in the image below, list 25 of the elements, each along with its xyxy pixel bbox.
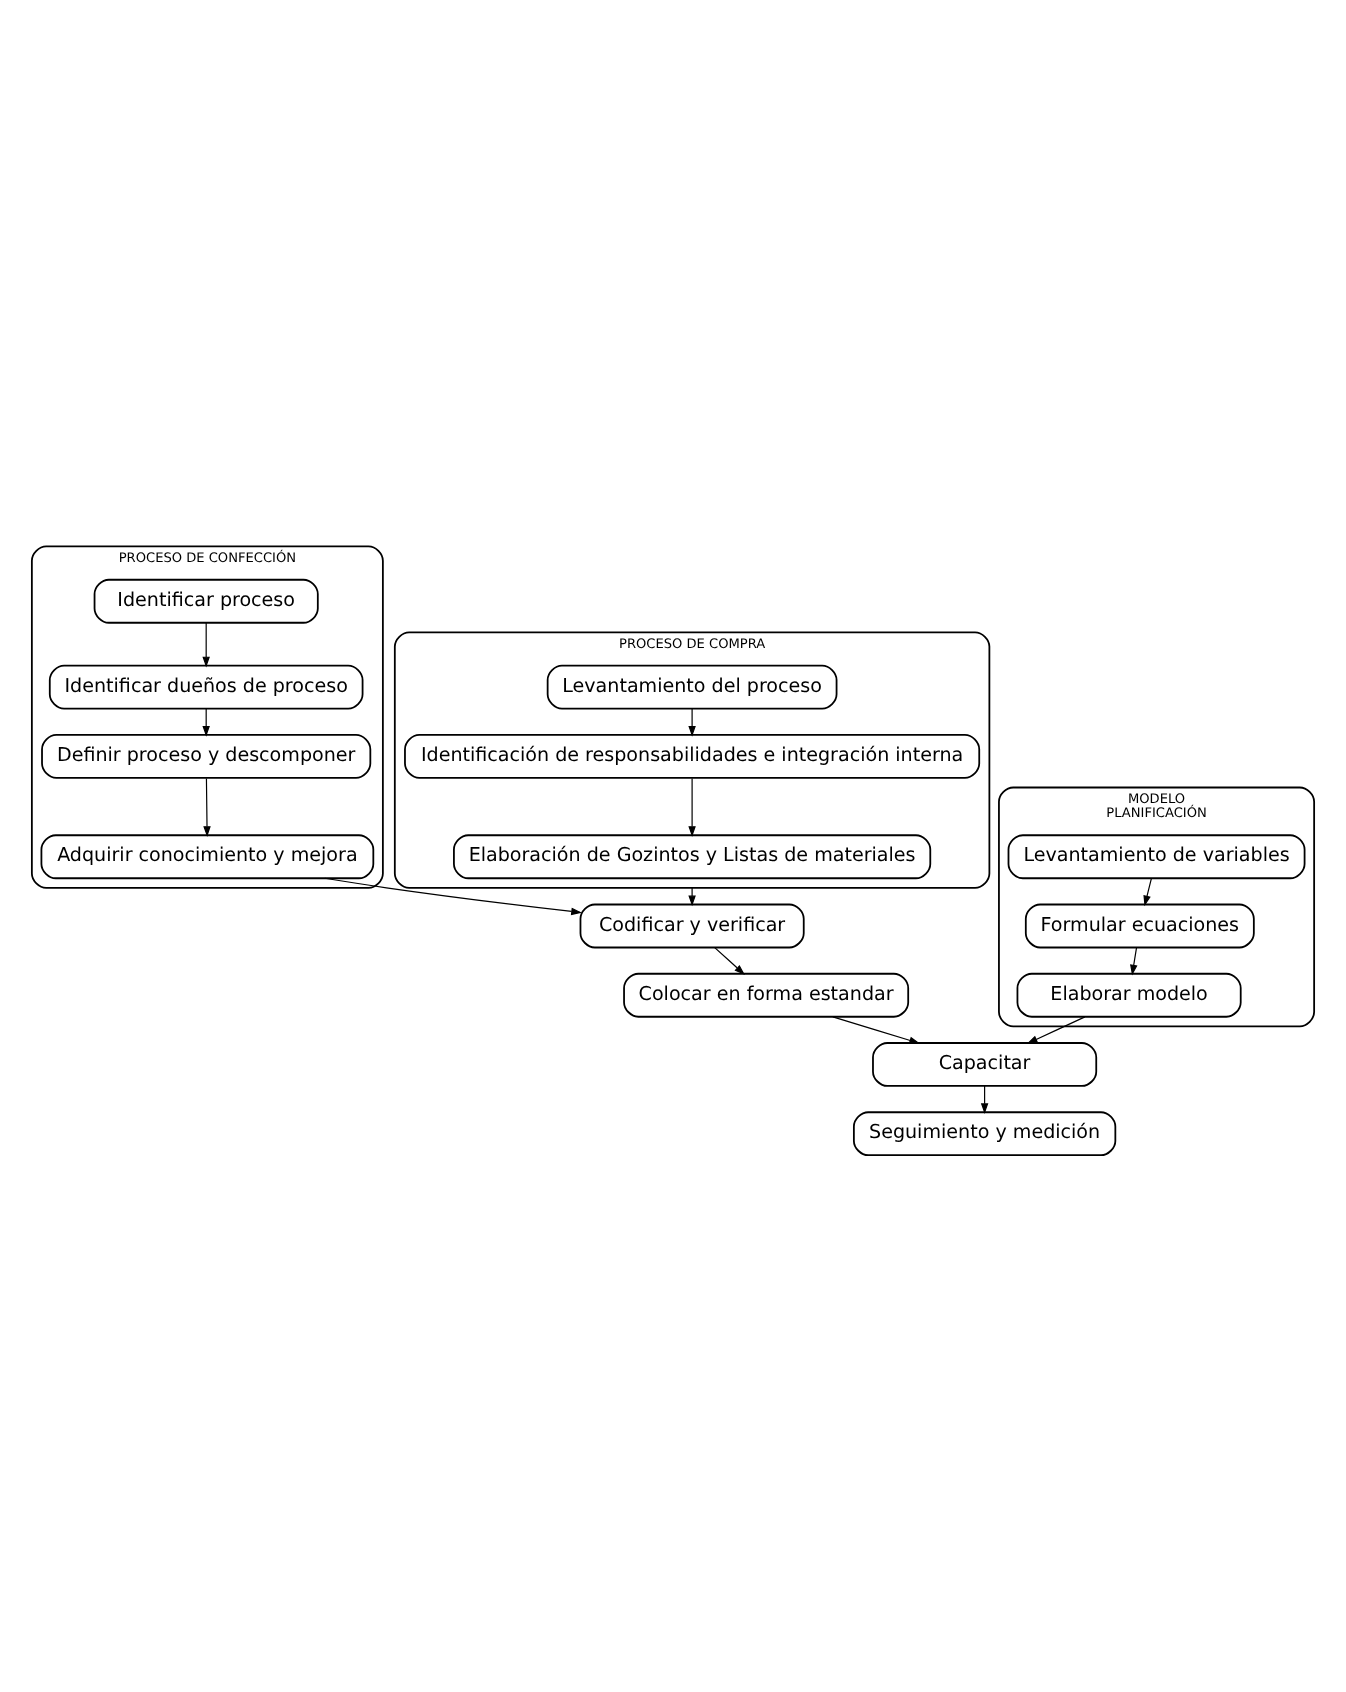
node-box: Levantamiento del proceso [546, 664, 838, 710]
arrow [688, 887, 696, 907]
node-box: Identificar proceso [93, 578, 319, 624]
node-box: Codificar y verificar [579, 903, 805, 949]
arrow [688, 777, 696, 837]
node-box: Formular ecuaciones [1024, 903, 1255, 949]
node-box: Identificar dueños de proceso [48, 664, 364, 710]
node-box: Elaboración de Gozintos y Listas de materiales [453, 834, 932, 880]
node-box: Elaborar modelo [1016, 972, 1242, 1018]
arrow [714, 947, 745, 975]
arrow [1130, 947, 1138, 976]
arrow [1143, 877, 1153, 907]
arrow [832, 1016, 920, 1044]
node-box: Identificación de responsabilidades e integración interna [404, 734, 981, 779]
node-box: Capacitar [872, 1042, 1098, 1087]
node-box: Colocar en forma estandar [623, 972, 910, 1018]
arrow [688, 708, 696, 737]
arrow [324, 877, 582, 916]
node-box: Levantamiento de variables [1007, 834, 1306, 880]
node-box: Definir proceso y descomponer [41, 734, 372, 779]
node-box: Seguimiento y medición [853, 1111, 1117, 1157]
node-box: Adquirir conocimiento y mejora [40, 834, 375, 880]
arrow [1026, 1016, 1086, 1044]
arrow [203, 777, 211, 837]
arrow [202, 622, 210, 668]
